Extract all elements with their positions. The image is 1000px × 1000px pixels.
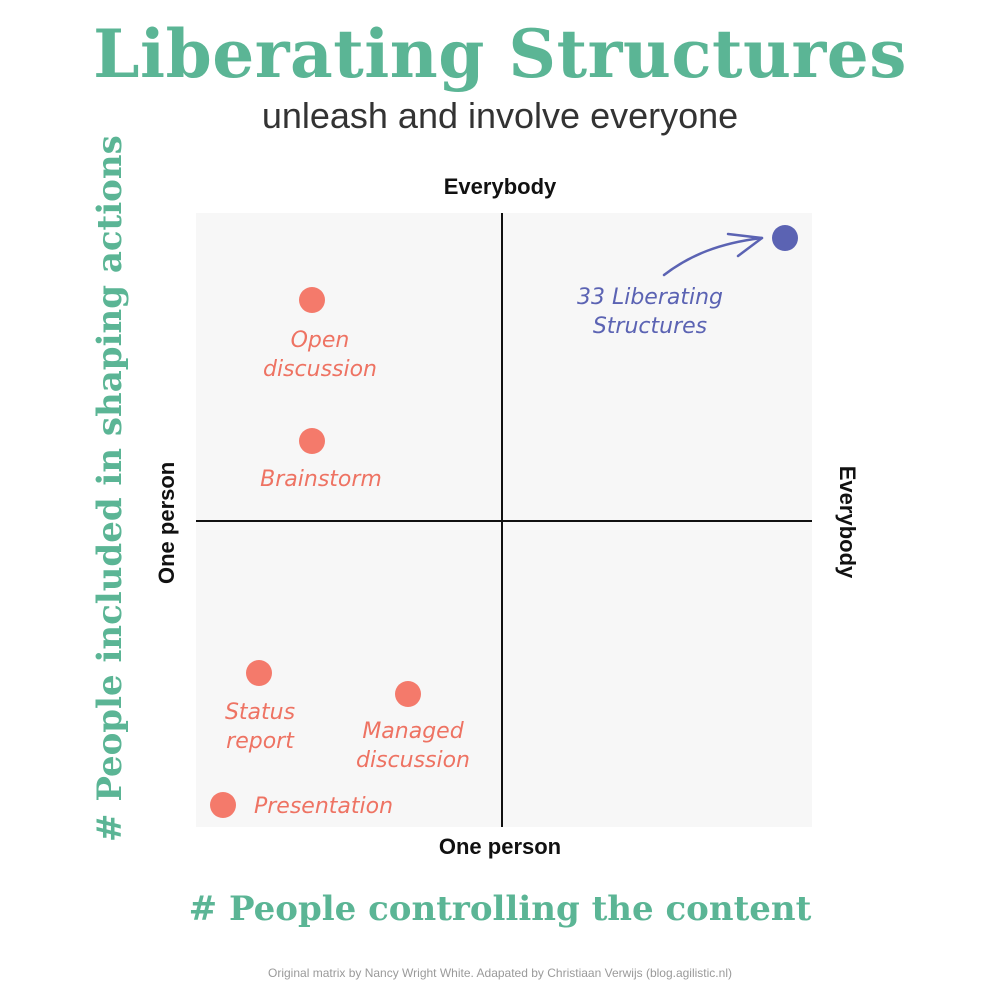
y-axis-right-label: Everybody (835, 465, 860, 579)
y-axis-left-label: One person (154, 461, 179, 584)
horizontal-divider (196, 520, 812, 522)
page-subtitle: unleash and involve everyone (261, 95, 739, 136)
y-axis-title: # People included in shaping actions (90, 135, 130, 842)
open-discussion-dot (299, 287, 325, 313)
brainstorm-label: Brainstorm (260, 467, 382, 492)
brainstorm-dot (299, 428, 325, 454)
presentation-dot (210, 792, 236, 818)
footer-credit: Original matrix by Nancy Wright White. A… (268, 966, 732, 980)
x-axis-title: # People controlling the content (188, 889, 812, 929)
managed-discussion-dot (395, 681, 421, 707)
liberating-structures-dot (772, 225, 798, 251)
presentation-label: Presentation (254, 794, 394, 819)
x-axis-bottom-label: One person (438, 834, 562, 859)
status-report-dot (246, 660, 272, 686)
matrix-plot-area (196, 213, 812, 827)
page-title: Liberating Structures (93, 15, 907, 93)
x-axis-top-label: Everybody (443, 174, 557, 199)
